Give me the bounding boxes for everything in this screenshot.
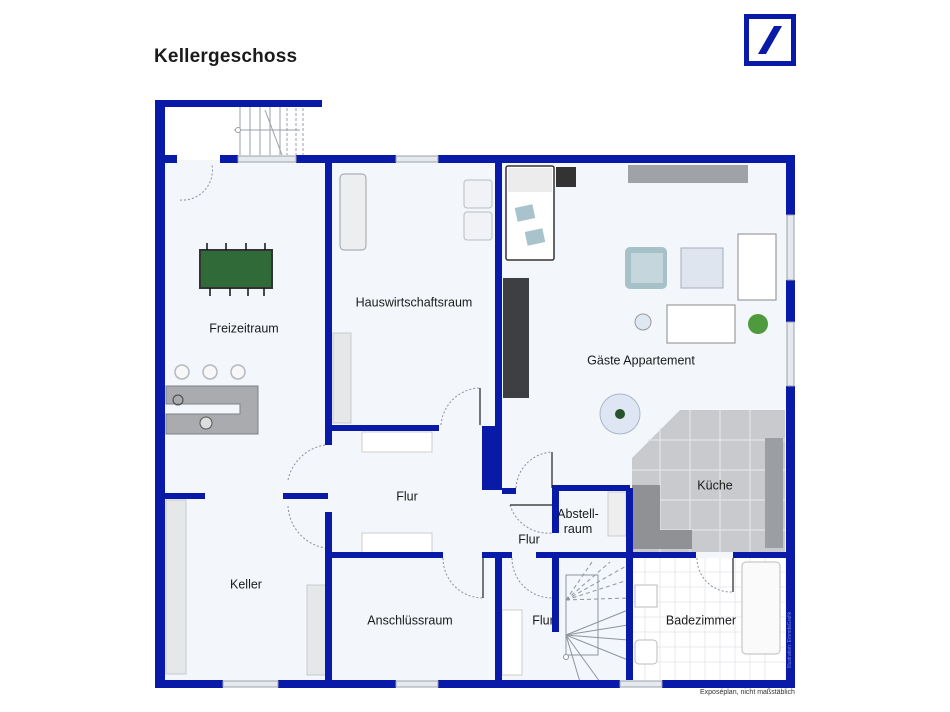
room-label-anschluessraum: Anschlüssraum xyxy=(367,613,453,628)
room-label-keller: Keller xyxy=(230,577,262,592)
illustration-credit: Illustration: EmmdaGrafik xyxy=(787,611,793,668)
room-label-flur-small: Flur xyxy=(518,532,540,547)
room-label-badezimmer: Badezimmer xyxy=(665,613,737,628)
deutsche-bank-logo xyxy=(744,14,796,66)
room-label-flur-main: Flur xyxy=(396,489,418,504)
windows xyxy=(222,155,795,688)
scale-note: Exposéplan, nicht maßstäblich xyxy=(700,689,795,696)
page-title: Kellergeschoss xyxy=(154,46,298,67)
exterior-stairs xyxy=(234,105,304,156)
walls xyxy=(155,100,795,688)
room-label-hauswirtschaftsraum: Hauswirtschaftsraum xyxy=(355,295,473,310)
room-label-gaeste-appartement: Gäste Appartement xyxy=(587,353,695,368)
interior-stairs xyxy=(563,561,629,683)
door-swings xyxy=(179,164,734,599)
furniture xyxy=(165,165,783,676)
room-label-abstellraum: Abstell- raum xyxy=(557,507,599,536)
room-label-freizeitraum: Freizeitraum xyxy=(209,321,279,336)
room-label-flur-lower: Flur xyxy=(532,613,554,628)
room-label-kueche: Küche xyxy=(697,478,733,493)
